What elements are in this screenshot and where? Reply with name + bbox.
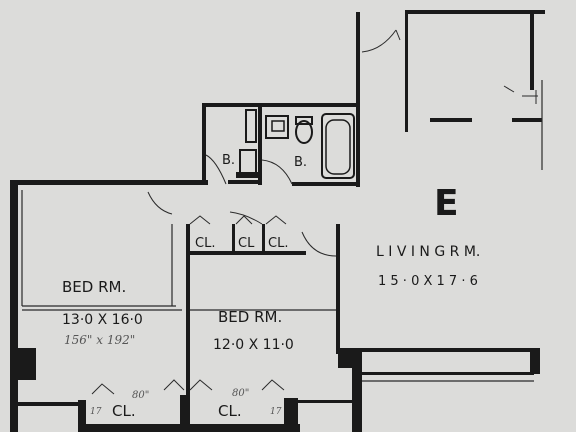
closet4-label: CL.: [112, 402, 136, 420]
bedroom1-handwritten-dims: 156" x 192": [64, 333, 135, 347]
closet5-label: CL.: [218, 402, 242, 420]
bedroom2-door-arc: [301, 231, 337, 257]
living-room-dims: 1 5 · 0 X 1 7 · 6: [378, 274, 478, 289]
thin-lines: [21, 80, 543, 382]
bath2-door-arc: [261, 159, 293, 185]
closet3-label: CL.: [268, 236, 288, 251]
labels: E B. B. CL. CL CL. BED RM. 13·0 X 16·0 1…: [62, 153, 480, 420]
closet2-door: [235, 215, 253, 225]
bath2-label: B.: [294, 155, 307, 170]
closet5-right-wall: [284, 398, 298, 432]
walls: [10, 10, 545, 432]
closet-shared-wall: [180, 395, 190, 432]
bathtub-inner: [325, 119, 351, 175]
closet-door-stub: [503, 85, 515, 93]
bedroom2-right-wall: [352, 360, 362, 432]
closet5-note: 80": [232, 388, 249, 399]
bath-fixtures: [236, 109, 355, 179]
upper-room-fixture: [522, 90, 538, 104]
closet1-label: CL.: [195, 236, 215, 251]
bath-divider-wall: [258, 103, 262, 185]
sink: [265, 115, 289, 139]
toilet-2-tank: [295, 116, 313, 125]
sink-basin: [271, 120, 285, 132]
upper-room-bottom-wall-a: [430, 118, 472, 122]
balcony-rail-bottom: [362, 372, 534, 375]
upper-room-right-wall: [530, 10, 534, 90]
closet4-note: 80": [132, 390, 149, 401]
bedroom1-dims: 13·0 X 16·0: [62, 312, 143, 328]
bedroom1-door-arc: [147, 191, 173, 215]
closet1-door: [189, 215, 211, 225]
hall-door-arc: [229, 211, 263, 225]
living-room-name: L I V I N G R M.: [376, 244, 480, 260]
closet3-door: [265, 215, 287, 225]
closet5-mark: 17: [270, 407, 282, 417]
bedroom2-left-wall: [186, 224, 190, 424]
bath1-door-arc: [205, 154, 227, 185]
bath-left-wall: [202, 103, 206, 183]
bathtub: [321, 113, 355, 179]
closet-divider-2: [262, 224, 265, 254]
balcony-rail-top: [340, 348, 540, 352]
closet5b-door: [261, 379, 285, 391]
closet2-label: CL: [238, 236, 255, 251]
living-entry-door-arc: [361, 29, 397, 53]
closets-bottom-wall: [80, 424, 300, 432]
living-left-lower-wall: [336, 224, 340, 354]
toilet-2: [295, 120, 313, 144]
right-bottom-wall: [296, 400, 352, 403]
bedroom-top-wall: [10, 180, 208, 185]
bath1-counter: [236, 172, 260, 178]
closet-divider-1: [232, 224, 235, 254]
bath1-label: B.: [222, 153, 235, 168]
bath1-bottom-wall: [228, 180, 260, 184]
upper-room-left-wall: [405, 10, 408, 132]
closet4b-door: [163, 379, 185, 391]
unit-letter: E: [434, 183, 459, 224]
closet-strip-bottom-wall: [186, 251, 306, 255]
left-exterior-wall: [10, 180, 18, 432]
closet5-door: [189, 379, 213, 391]
balcony-end: [530, 348, 540, 374]
living-left-upper-wall: [356, 12, 360, 187]
left-window-pier: [14, 348, 36, 380]
bath2-bottom-wall: [292, 182, 360, 186]
doors: [91, 29, 538, 395]
bedroom2-dims: 12·0 X 11·0: [213, 337, 294, 353]
bedroom2-name: BED RM.: [218, 308, 282, 326]
closet4-left-wall: [78, 400, 86, 432]
living-entry-door-leaf: [395, 29, 401, 41]
bath-top-wall: [202, 103, 360, 107]
left-bottom-wall: [18, 402, 80, 406]
closet4-door: [91, 383, 115, 395]
upper-room-bottom-wall-b: [512, 118, 542, 122]
upper-room-top-wall: [405, 10, 545, 14]
bedroom1-name: BED RM.: [62, 278, 126, 296]
closet4-mark: 17: [90, 407, 102, 417]
vanity: [245, 109, 257, 143]
